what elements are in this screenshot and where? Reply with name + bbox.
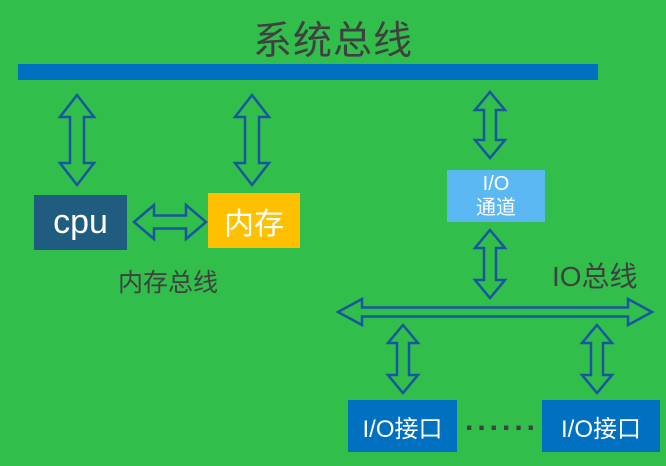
cpu-node: cpu (34, 195, 127, 250)
io-bus-label: IO总线 (552, 261, 638, 292)
io-channel-label-line2: 通道 (476, 197, 516, 219)
io-bus-arrow (335, 296, 655, 328)
io-interface-right-label: I/O接口 (560, 415, 641, 443)
ellipsis-dots: ...... (464, 404, 539, 437)
io-channel-node: I/O 通道 (447, 170, 545, 222)
io-bus-to-left-interface-arrow (385, 323, 421, 395)
io-channel-to-io-bus-arrow (472, 228, 508, 300)
io-interface-right-node: I/O接口 (542, 400, 660, 452)
diagram-title: 系统总线 (252, 20, 413, 63)
bus-to-memory-arrow (232, 92, 272, 188)
io-interface-left-node: I/O接口 (348, 400, 457, 452)
memory-node: 内存 (208, 193, 300, 248)
io-bus-to-right-interface-arrow (579, 323, 615, 395)
system-bus-bar (18, 64, 598, 80)
memory-bus-label: 内存总线 (118, 269, 219, 297)
bus-to-io-channel-arrow (472, 90, 508, 160)
io-channel-label-line1: I/O (482, 173, 510, 195)
bus-to-cpu-arrow (57, 92, 97, 188)
cpu-node-label: cpu (53, 203, 108, 241)
io-interface-left-label: I/O接口 (362, 415, 443, 443)
cpu-to-memory-arrow (132, 202, 208, 242)
memory-node-label: 内存 (224, 207, 284, 241)
